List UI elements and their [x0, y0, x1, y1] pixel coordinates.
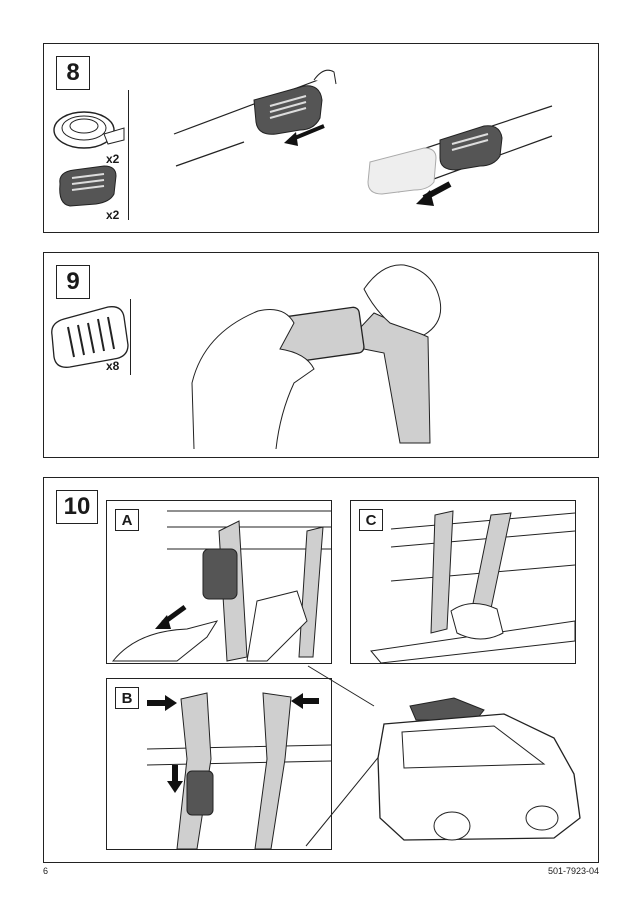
- substep-a: A: [106, 500, 332, 664]
- page-number: 6: [43, 866, 49, 876]
- buckle-icon: [186, 770, 214, 816]
- car-illustration: [305, 665, 581, 847]
- step-10-panel: 10 A B C: [43, 477, 599, 863]
- pad-quantity: x8: [106, 359, 120, 373]
- buckle-icon: [202, 548, 238, 600]
- strap-roll-icon: [53, 111, 125, 149]
- step-10-number: 10: [56, 490, 98, 524]
- step-8-illustration: [53, 69, 553, 207]
- buckle-open-icon: [367, 125, 503, 195]
- step-8-panel: 8: [43, 43, 599, 233]
- divider: [130, 299, 131, 375]
- substep-a-label: A: [115, 509, 139, 531]
- buckle-quantity: x2: [106, 208, 120, 222]
- buckle-icon: [59, 165, 117, 207]
- step-9-panel: 9 x8: [43, 252, 599, 458]
- step-8-number: 8: [56, 56, 90, 90]
- pad-icon: [51, 306, 129, 368]
- step-9-illustration: [51, 264, 442, 450]
- substep-c: C: [350, 500, 576, 664]
- buckle-closed-icon: [253, 85, 323, 135]
- substep-b-label: B: [115, 687, 139, 709]
- divider: [128, 90, 129, 220]
- document-code: 501-7923-04: [548, 866, 600, 876]
- strap-quantity: x2: [106, 152, 120, 166]
- step-9-number: 9: [56, 265, 90, 299]
- substep-c-label: C: [359, 509, 383, 531]
- substep-b: B: [106, 678, 332, 850]
